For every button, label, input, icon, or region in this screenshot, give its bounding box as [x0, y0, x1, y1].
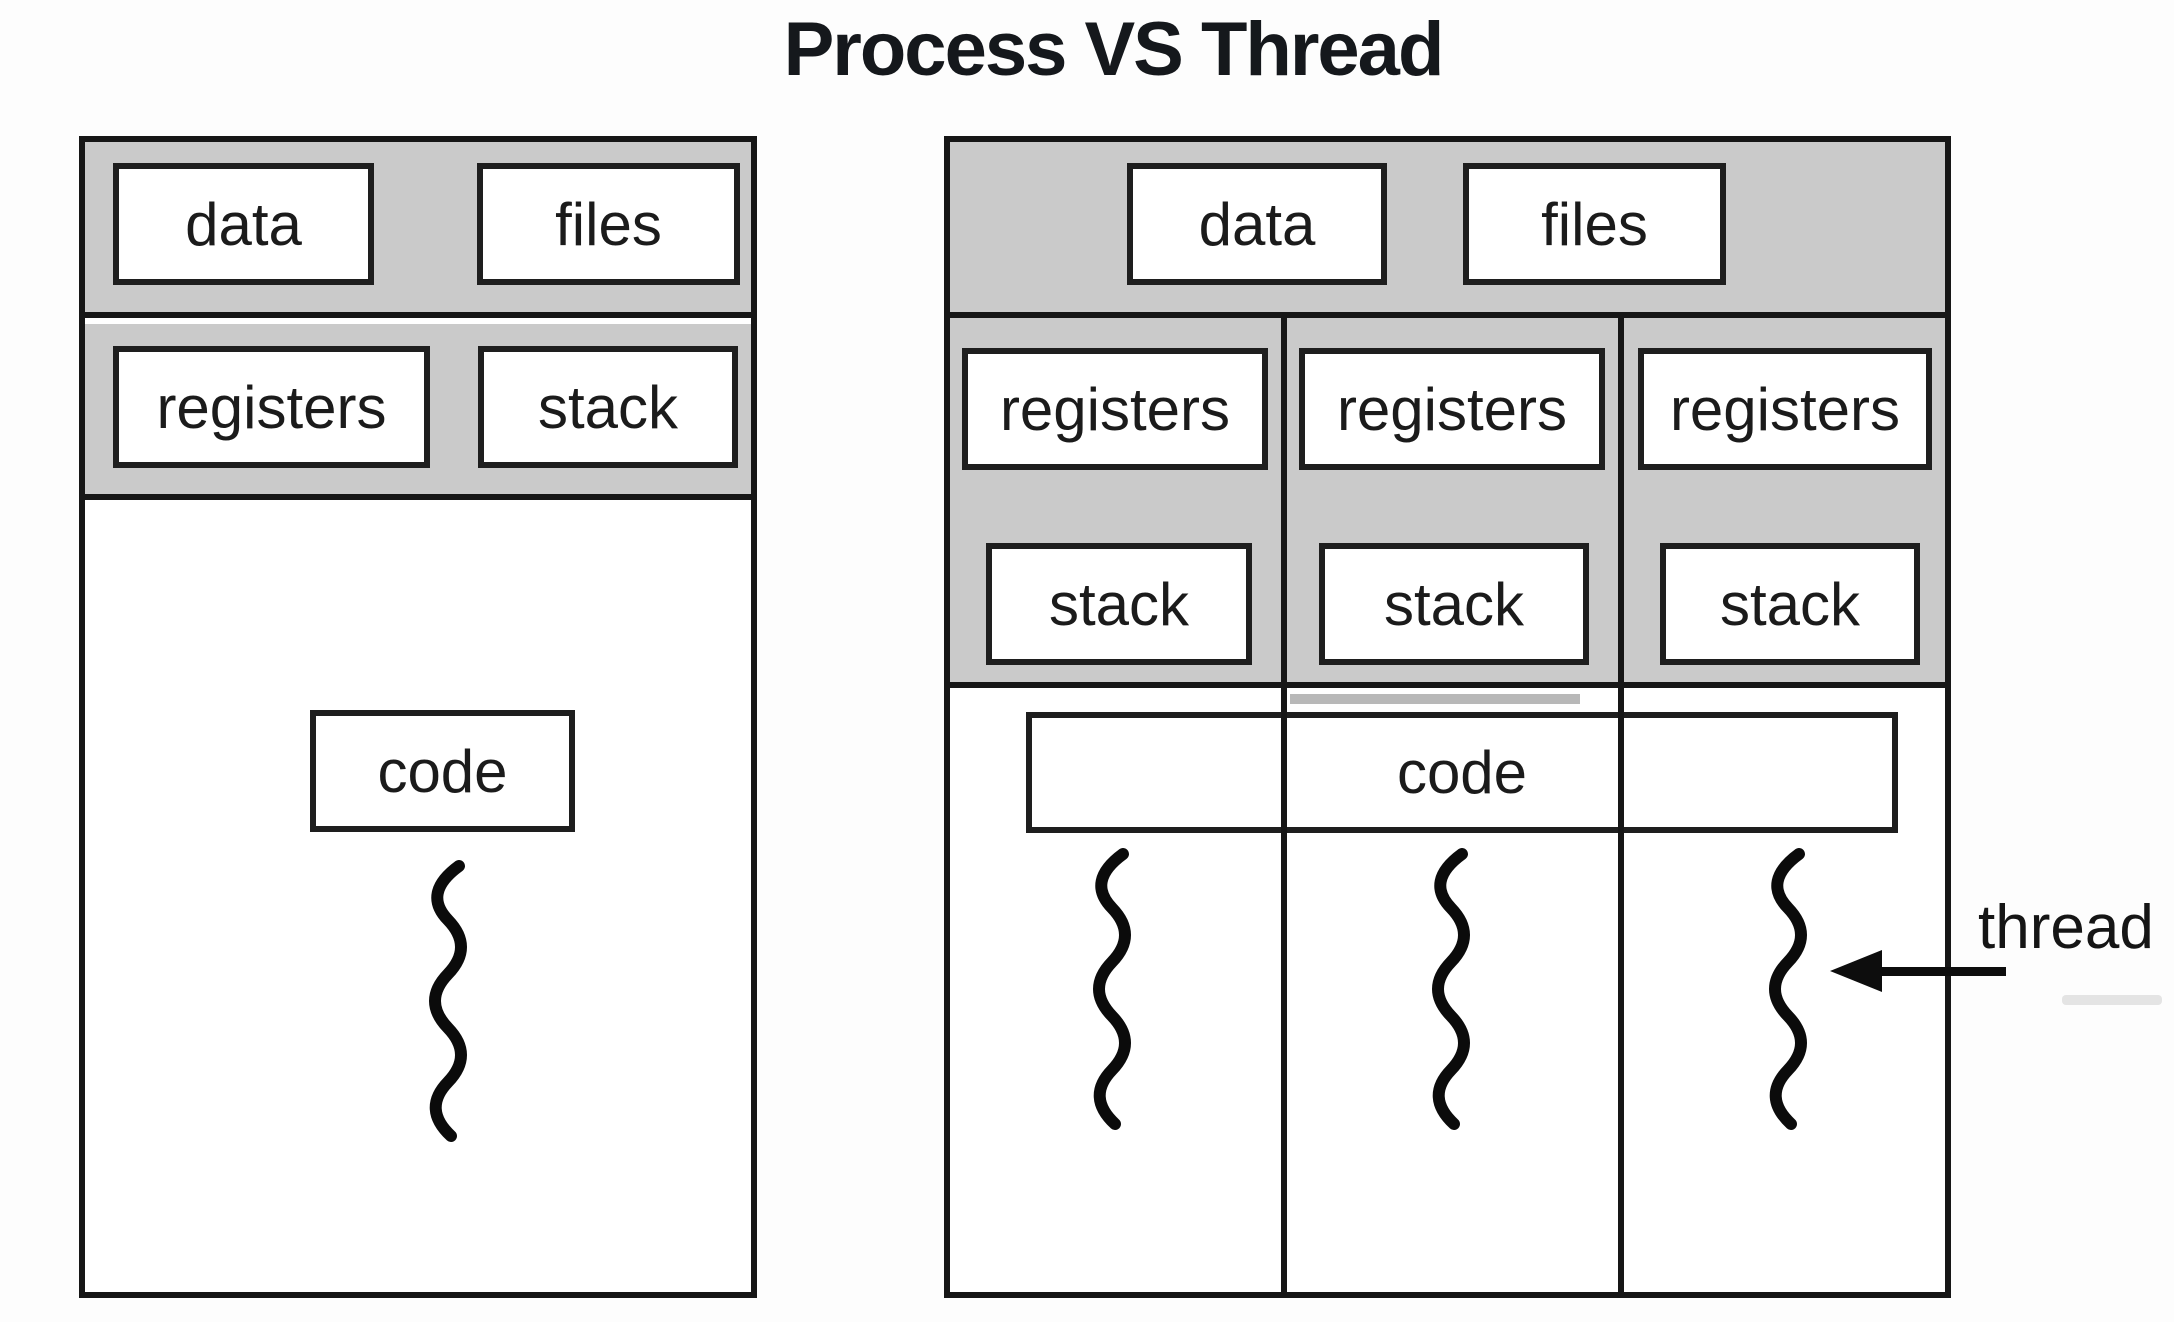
arrow-head-icon: [1830, 950, 1882, 992]
data-label: data: [185, 190, 302, 258]
files-box: files: [477, 163, 740, 285]
thread-column-3: registers stack: [1624, 318, 1945, 682]
arrow-shaft: [1880, 966, 2006, 976]
registers-box: registers: [1299, 348, 1605, 470]
stack-box: stack: [1319, 543, 1589, 665]
registers-box: registers: [1638, 348, 1932, 470]
code-label: code: [1396, 739, 1528, 806]
scan-artifact: [1290, 694, 1580, 704]
thread-columns-section: registers stack registers stack register…: [950, 318, 1945, 688]
registers-label: registers: [1336, 375, 1568, 443]
scan-artifact: [2062, 995, 2162, 1005]
files-label: files: [1541, 190, 1648, 258]
data-box: data: [113, 163, 374, 285]
thread-context-section: registers stack: [85, 324, 751, 500]
thread-wave-icon: [1093, 848, 1131, 1130]
page-title: Process VS Thread: [783, 7, 1445, 92]
data-box: data: [1127, 163, 1387, 285]
stack-label: stack: [1048, 570, 1190, 638]
stack-label: stack: [1383, 570, 1525, 638]
registers-label: registers: [999, 375, 1231, 443]
data-label: data: [1198, 190, 1316, 258]
column-divider-line: [1618, 688, 1624, 1292]
stack-label: stack: [1719, 570, 1861, 638]
stack-box: stack: [986, 543, 1252, 665]
thread-wave-icon: [1769, 848, 1807, 1130]
code-box: code: [310, 710, 575, 832]
files-box: files: [1463, 163, 1726, 285]
code-label: code: [377, 737, 508, 805]
process-resources-section: data files: [85, 142, 751, 318]
thread-wave-icon: [1432, 848, 1470, 1130]
registers-label: registers: [1669, 375, 1901, 443]
registers-box: registers: [113, 346, 430, 468]
thread-wave-icon: [429, 860, 467, 1142]
registers-label: registers: [156, 373, 387, 441]
column-divider-line: [1281, 688, 1287, 1292]
thread-column-1: registers stack: [950, 318, 1281, 682]
stack-box: stack: [1660, 543, 1920, 665]
registers-box: registers: [962, 348, 1268, 470]
thread-annotation-label: thread: [1978, 893, 2154, 962]
shared-code-box: code: [1026, 712, 1898, 833]
thread-column-2: registers stack: [1281, 318, 1624, 682]
multi-threaded-process-box: data files registers stack registers: [944, 136, 1951, 1298]
files-label: files: [555, 190, 662, 258]
process-resources-section: data files: [950, 142, 1945, 318]
stack-label: stack: [537, 373, 679, 441]
thread-arrow: [1830, 950, 2006, 992]
single-threaded-process-box: data files registers stack code: [79, 136, 757, 1298]
stack-box: stack: [478, 346, 738, 468]
